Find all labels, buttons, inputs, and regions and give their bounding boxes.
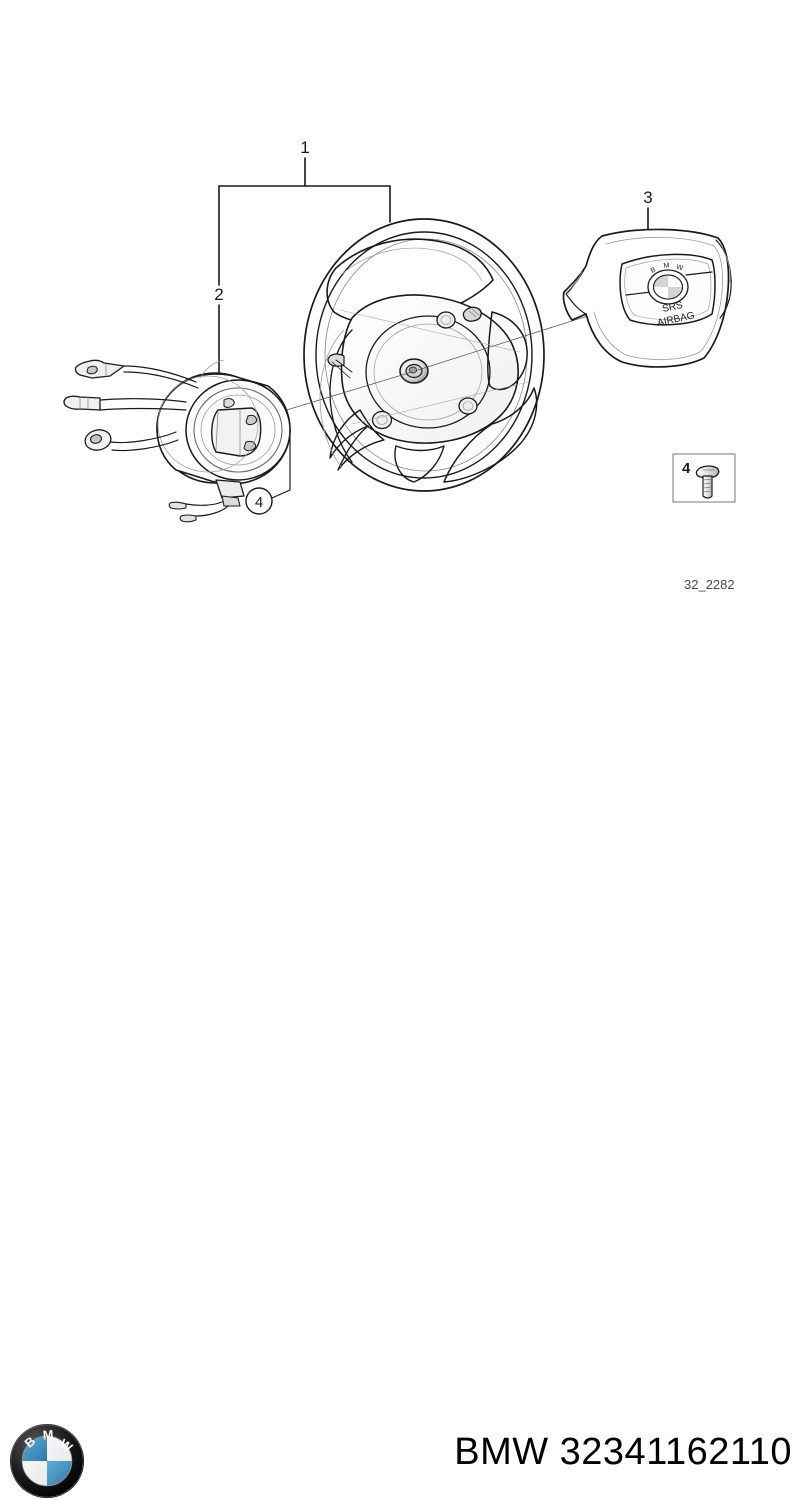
clock-spring-slip-ring bbox=[63, 359, 291, 523]
svg-text:M: M bbox=[42, 1428, 53, 1443]
callout-4-circle bbox=[245, 429, 291, 515]
assembly-leader-line bbox=[269, 311, 601, 416]
callout-label-4-circle: 4 bbox=[255, 494, 263, 511]
callout-label-3: 3 bbox=[643, 188, 652, 207]
steering-wheel bbox=[303, 218, 545, 492]
screw-detail-inset bbox=[672, 453, 736, 503]
airbag-cover-module: B M W SRS AIRBAG bbox=[562, 228, 732, 368]
callout-label-2: 2 bbox=[214, 285, 223, 304]
part-number-text: BMW 32341162110 bbox=[454, 1431, 792, 1473]
parts-diagram-canvas: 1 2 3 bbox=[63, 138, 736, 592]
callout-1-bracket bbox=[218, 157, 391, 286]
bmw-roundel-logo: B M W bbox=[9, 1423, 85, 1499]
callout-label-1: 1 bbox=[300, 138, 309, 157]
cover-emblem-letter-b: B bbox=[650, 266, 658, 275]
footer-bar: B M W BMW 32341162110 bbox=[0, 700, 800, 1499]
diagram-reference-code: 32_2282 bbox=[684, 577, 735, 592]
cover-emblem-letter-m: M bbox=[663, 262, 670, 270]
cover-emblem-letter-w: W bbox=[676, 264, 684, 272]
page-root: 1 2 3 bbox=[0, 138, 800, 1499]
callout-label-4-inset: 4 bbox=[682, 460, 691, 477]
cover-bmw-emblem: B M W bbox=[647, 262, 689, 305]
srs-marking-line1: SRS bbox=[661, 300, 684, 315]
